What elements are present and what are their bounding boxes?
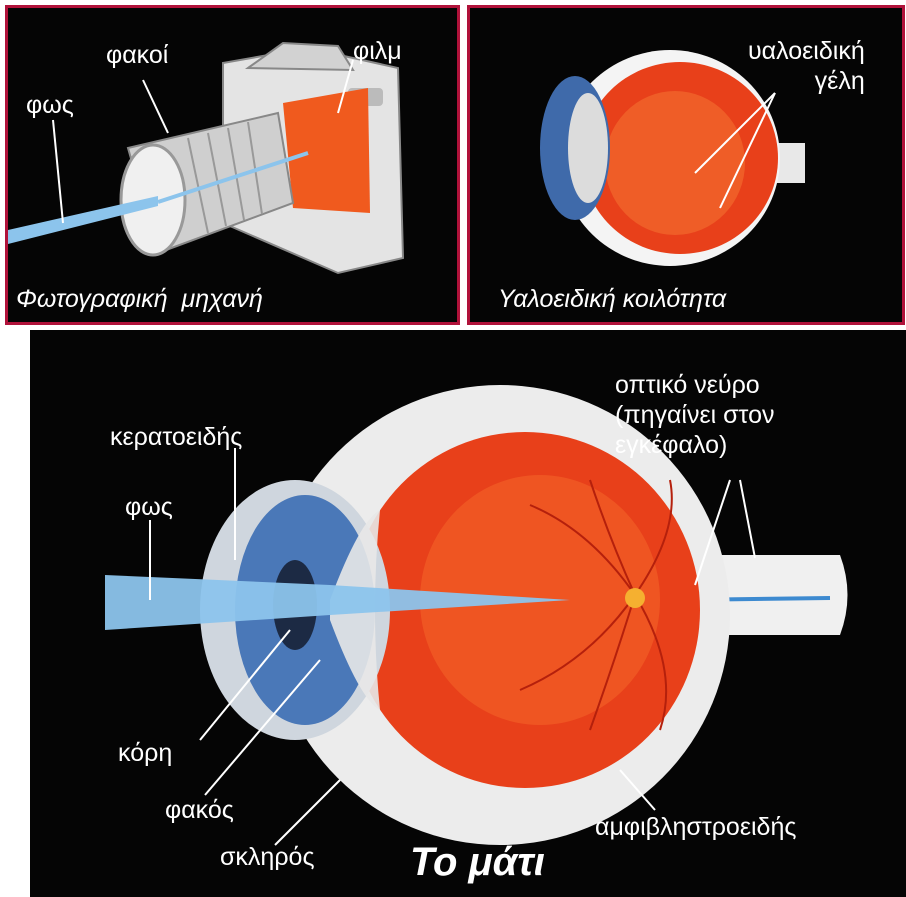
lens-side-view: [568, 93, 608, 203]
eye-title: Το μάτι: [410, 840, 545, 885]
optic-disc: [625, 588, 645, 608]
camera-panel: φακοί φως φιλμ Φωτογραφική μηχανή: [5, 5, 460, 325]
vitreous-body: [605, 91, 745, 235]
lenses-pointer: [143, 80, 168, 133]
vitreous-gel-label: υαλοειδική γέλη: [748, 36, 865, 96]
optic-nerve-pointer-2: [740, 480, 755, 558]
pupil-label: κόρη: [118, 738, 172, 768]
sclera-pointer: [275, 780, 340, 845]
retina-label: αμφιβληστροειδής: [595, 812, 796, 842]
cornea-label: κερατοειδής: [110, 422, 242, 452]
camera-prism: [248, 43, 353, 70]
optic-nerve-label: οπτικό νεύρο (πηγαίνει στον εγκέφαλο): [615, 370, 775, 460]
sclera-label: σκληρός: [220, 842, 315, 872]
light-label-main: φως: [125, 492, 173, 522]
film-area: [283, 88, 370, 213]
lens-label: φακός: [165, 795, 234, 825]
lenses-label: φακοί: [106, 40, 168, 70]
vitreous-caption: Υαλοειδική κοιλότητα: [498, 285, 726, 314]
camera-caption: Φωτογραφική μηχανή: [16, 285, 263, 314]
eye-panel: οπτικό νεύρο (πηγαίνει στον εγκέφαλο) κε…: [30, 330, 906, 897]
light-label: φως: [26, 90, 74, 120]
film-label: φιλμ: [353, 36, 402, 66]
light-pointer: [53, 120, 63, 223]
vitreous-panel: υαλοειδική γέλη Υαλοειδική κοιλότητα: [467, 5, 905, 325]
